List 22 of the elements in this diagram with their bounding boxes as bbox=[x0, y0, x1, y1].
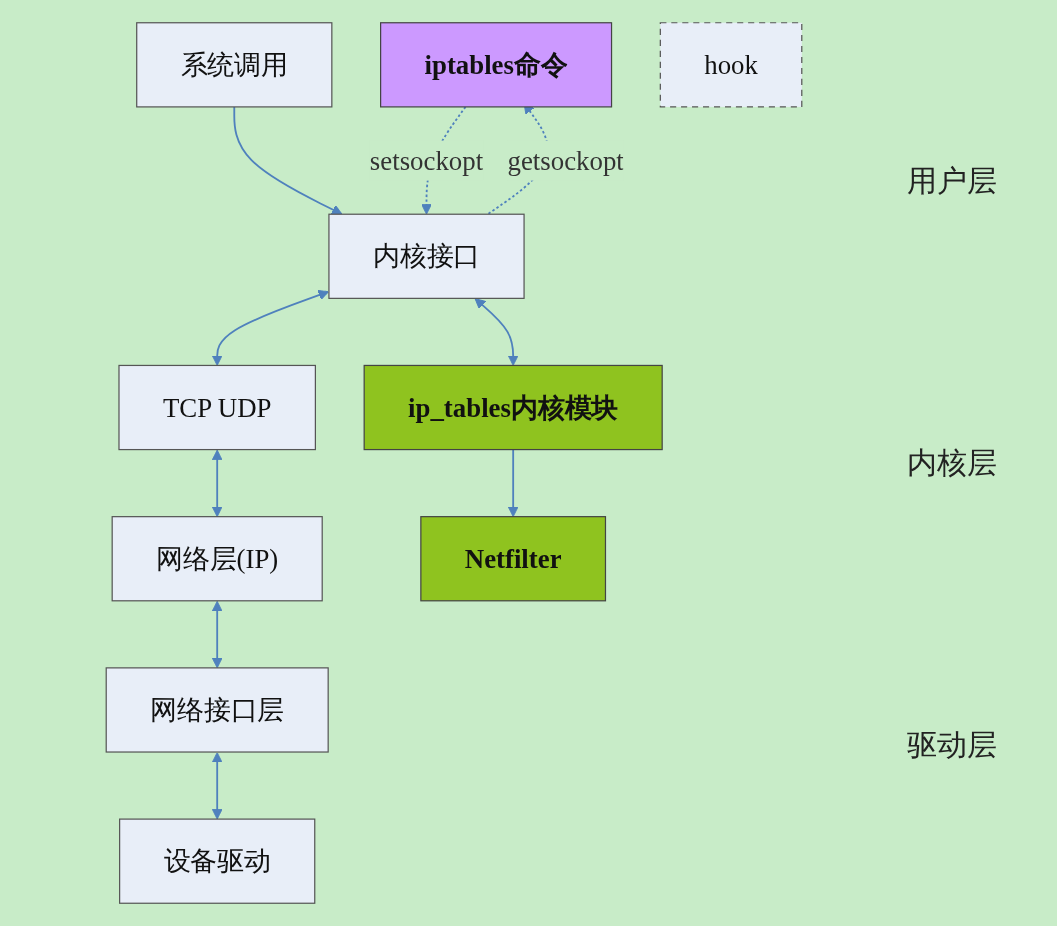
node-box: hook bbox=[659, 22, 802, 108]
node-box: iptables命令 bbox=[379, 22, 612, 108]
arrow bbox=[211, 752, 223, 820]
node-box: 设备驱动 bbox=[118, 818, 315, 904]
layer-label: 内核层 bbox=[907, 444, 998, 481]
edge-label: getsockopt bbox=[507, 145, 624, 176]
layer-label: 驱动层 bbox=[907, 726, 998, 763]
layer-label: 用户层 bbox=[907, 162, 998, 199]
node-box: 网络接口层 bbox=[105, 667, 329, 753]
node-box: 系统调用 bbox=[135, 22, 332, 108]
arrow bbox=[211, 449, 223, 518]
node-box: TCP UDP bbox=[117, 364, 316, 451]
node-box: Netfilter bbox=[419, 516, 606, 602]
arrow bbox=[211, 600, 223, 669]
arrow bbox=[211, 289, 329, 366]
edge-label: setsockopt bbox=[369, 145, 483, 176]
arrow bbox=[507, 448, 519, 518]
arrow bbox=[232, 106, 342, 215]
node-box: ip_tables内核模块 bbox=[363, 364, 663, 451]
node-box: 内核接口 bbox=[327, 213, 525, 299]
arrow bbox=[474, 298, 519, 366]
node-box: 网络层(IP) bbox=[111, 516, 323, 602]
